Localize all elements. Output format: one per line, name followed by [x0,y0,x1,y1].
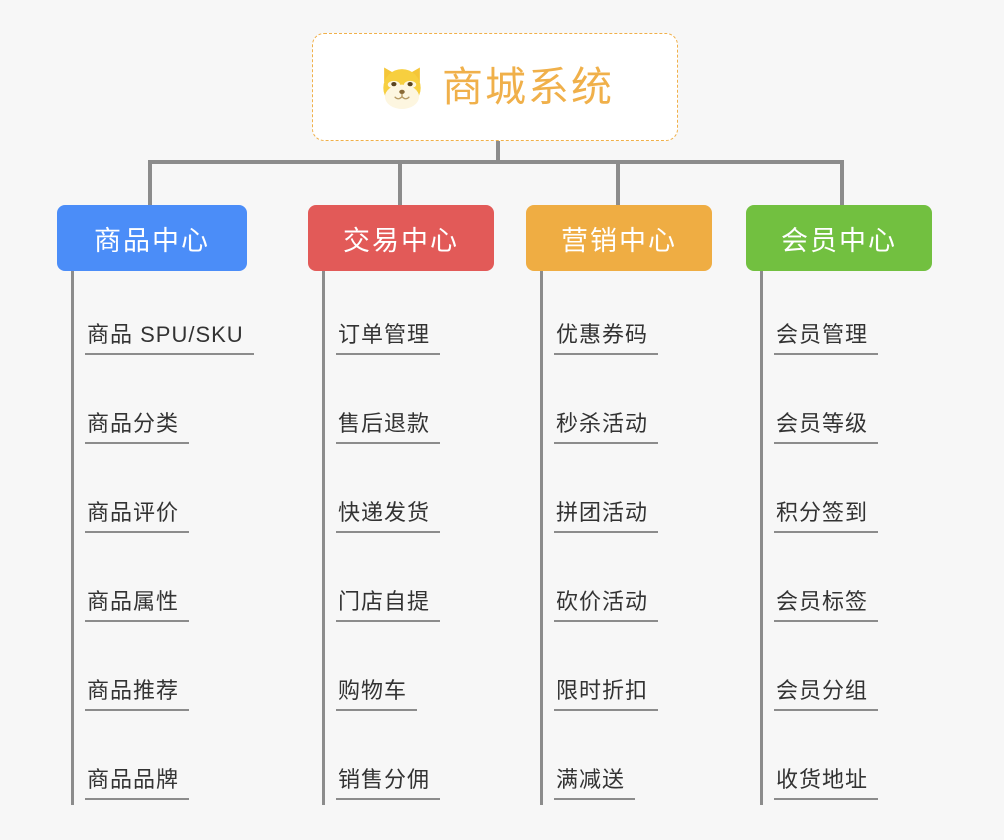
leaf-label: 会员管理 [774,322,879,355]
leaf-label: 积分签到 [774,500,879,533]
list-item[interactable]: 会员分组 [746,627,932,716]
branch-header-3[interactable]: 营销中心 [526,205,712,271]
branch-column-3: 营销中心 优惠券码 秒杀活动 拼团活动 砍价活动 限时折扣 满减送 [526,205,712,805]
connector-horizontal-bus [148,160,844,164]
list-item[interactable]: 商品分类 [57,360,247,449]
leaf-label: 销售分佣 [336,767,441,800]
list-item[interactable]: 秒杀活动 [526,360,712,449]
root-title: 商城系统 [442,63,614,110]
leaf-label: 售后退款 [336,411,441,444]
leaf-label: 拼团活动 [554,500,659,533]
branch-column-2: 交易中心 订单管理 售后退款 快递发货 门店自提 购物车 销售分佣 [308,205,494,805]
leaf-label: 满减送 [554,767,636,800]
branch-items-3: 优惠券码 秒杀活动 拼团活动 砍价活动 限时折扣 满减送 [526,271,712,805]
leaf-label: 购物车 [336,678,418,711]
leaf-label: 商品属性 [85,589,190,622]
leaf-label: 商品评价 [85,500,190,533]
list-item[interactable]: 商品属性 [57,538,247,627]
root-node[interactable]: 商城系统 [312,33,678,141]
leaf-label: 秒杀活动 [554,411,659,444]
branch-column-4: 会员中心 会员管理 会员等级 积分签到 会员标签 会员分组 收货地址 [746,205,932,805]
list-item[interactable]: 门店自提 [308,538,494,627]
branch-title-3: 营销中心 [561,225,677,256]
branch-trunk-3 [540,271,543,805]
leaf-label: 快递发货 [336,500,441,533]
list-item[interactable]: 会员等级 [746,360,932,449]
list-item[interactable]: 订单管理 [308,271,494,360]
branch-header-4[interactable]: 会员中心 [746,205,932,271]
list-item[interactable]: 会员标签 [746,538,932,627]
branch-title-2: 交易中心 [343,225,459,256]
branch-trunk-2 [322,271,325,805]
leaf-label: 砍价活动 [554,589,659,622]
branch-trunk-1 [71,271,74,805]
connector-root-stem [496,141,500,163]
leaf-label: 优惠券码 [554,322,659,355]
branch-column-1: 商品中心 商品 SPU/SKU 商品分类 商品评价 商品属性 商品推荐 商品品牌 [57,205,254,805]
branch-trunk-4 [760,271,763,805]
list-item[interactable]: 商品 SPU/SKU [57,271,254,360]
branch-header-1[interactable]: 商品中心 [57,205,247,271]
leaf-label: 商品推荐 [85,678,190,711]
leaf-label: 会员等级 [774,411,879,444]
list-item[interactable]: 满减送 [526,716,712,805]
leaf-label: 商品品牌 [85,767,190,800]
leaf-label: 会员分组 [774,678,879,711]
leaf-label: 商品 SPU/SKU [85,322,254,355]
leaf-label: 收货地址 [774,767,879,800]
list-item[interactable]: 砍价活动 [526,538,712,627]
dog-face-icon [376,61,428,113]
leaf-label: 会员标签 [774,589,879,622]
list-item[interactable]: 会员管理 [746,271,932,360]
connector-drop-1 [148,160,152,205]
branch-items-1: 商品 SPU/SKU 商品分类 商品评价 商品属性 商品推荐 商品品牌 [57,271,254,805]
list-item[interactable]: 商品推荐 [57,627,247,716]
branch-items-2: 订单管理 售后退款 快递发货 门店自提 购物车 销售分佣 [308,271,494,805]
list-item[interactable]: 销售分佣 [308,716,494,805]
branch-title-4: 会员中心 [781,225,897,256]
branch-header-2[interactable]: 交易中心 [308,205,494,271]
list-item[interactable]: 限时折扣 [526,627,712,716]
list-item[interactable]: 商品品牌 [57,716,247,805]
connector-drop-3 [616,160,620,205]
list-item[interactable]: 快递发货 [308,449,494,538]
connector-drop-2 [398,160,402,205]
list-item[interactable]: 优惠券码 [526,271,712,360]
branch-items-4: 会员管理 会员等级 积分签到 会员标签 会员分组 收货地址 [746,271,932,805]
list-item[interactable]: 购物车 [308,627,494,716]
connector-drop-4 [840,160,844,205]
leaf-label: 限时折扣 [554,678,659,711]
list-item[interactable]: 积分签到 [746,449,932,538]
branch-title-1: 商品中心 [94,225,210,256]
list-item[interactable]: 售后退款 [308,360,494,449]
leaf-label: 门店自提 [336,589,441,622]
leaf-label: 订单管理 [336,322,441,355]
list-item[interactable]: 商品评价 [57,449,247,538]
list-item[interactable]: 收货地址 [746,716,932,805]
list-item[interactable]: 拼团活动 [526,449,712,538]
leaf-label: 商品分类 [85,411,190,444]
